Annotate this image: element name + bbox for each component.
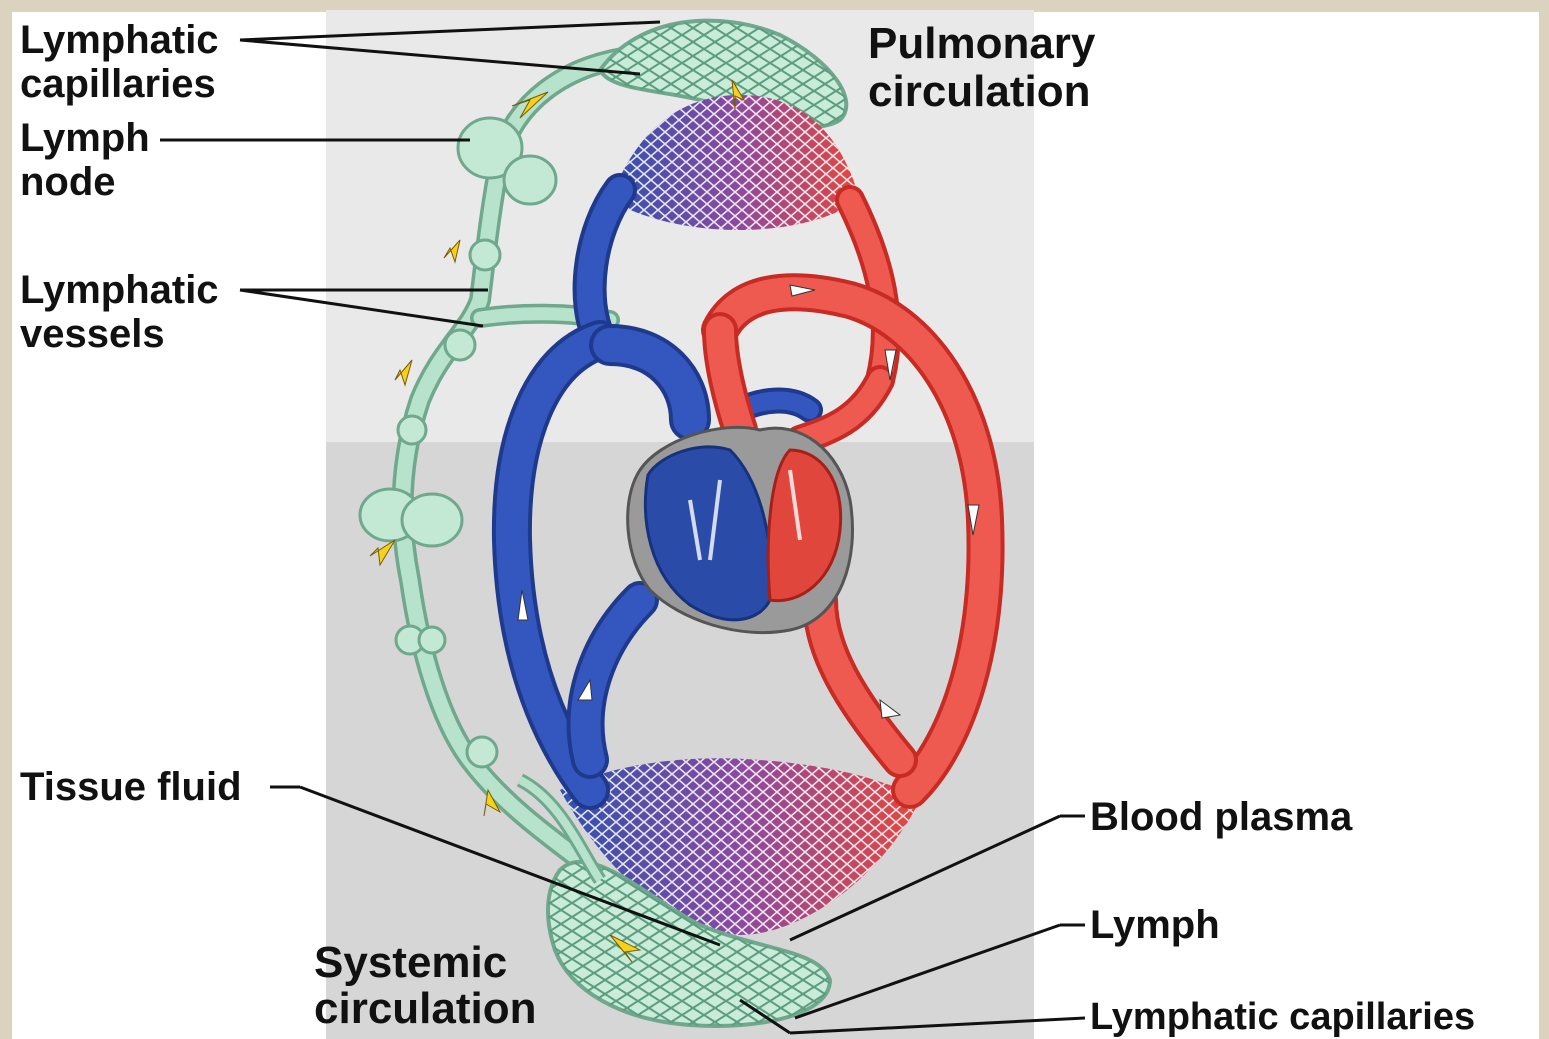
label-tissue-fluid: Tissue fluid: [20, 765, 242, 809]
label-line: circulation: [314, 986, 537, 1032]
label-lymph-node: Lymph node: [20, 116, 150, 204]
label-line: capillaries: [20, 62, 219, 106]
lymph-node-lower: [360, 489, 462, 546]
label-line: Lymph: [1090, 903, 1220, 947]
label-blood-plasma: Blood plasma: [1090, 795, 1352, 839]
label-lymphatic-capillaries-bottom: Lymphatic capillaries: [1090, 995, 1475, 1039]
label-lymphatic-vessels: Lymphatic vessels: [20, 268, 219, 356]
heart: [628, 427, 853, 632]
label-line: Systemic: [314, 940, 537, 986]
label-line: Lymphatic: [20, 268, 219, 312]
label-line: Pulmonary: [868, 20, 1095, 68]
label-pulmonary-circulation: Pulmonary circulation: [868, 20, 1095, 116]
label-line: Lymph: [20, 116, 150, 160]
label-lymph: Lymph: [1090, 903, 1220, 947]
label-line: vessels: [20, 312, 219, 356]
label-line: circulation: [868, 68, 1095, 116]
label-line: Lymphatic: [20, 18, 219, 62]
label-line: Tissue fluid: [20, 765, 242, 809]
label-lymphatic-capillaries-top: Lymphatic capillaries: [20, 18, 219, 106]
label-line: Blood plasma: [1090, 795, 1352, 839]
label-systemic-circulation: Systemic circulation: [314, 940, 537, 1032]
label-line: Lymphatic capillaries: [1090, 995, 1475, 1039]
label-line: node: [20, 160, 150, 204]
